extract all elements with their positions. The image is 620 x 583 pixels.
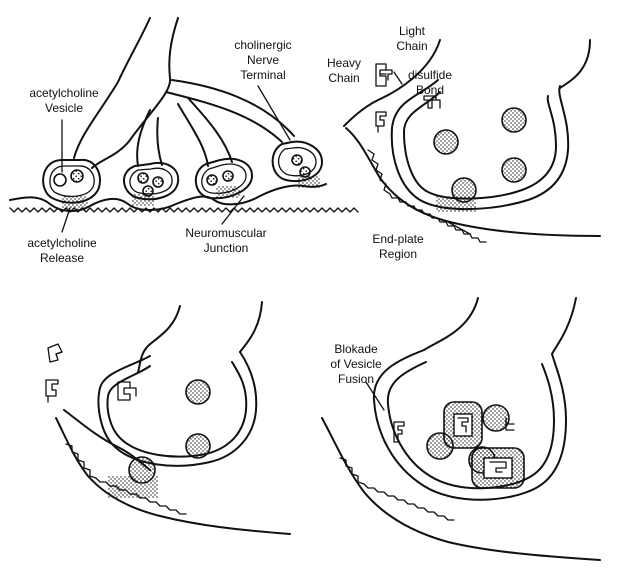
nerve-trunk [73,17,151,159]
toxin-molecule-icon [393,421,405,443]
label-acetylcholine-release: acetylcholine Release [27,236,97,265]
toxin-molecule-icon [117,381,137,401]
branch-4b [171,79,295,137]
label-cholinergic-terminal: cholinergic Nerve Terminal [234,38,292,82]
toxin-molecule-icon [375,63,393,87]
label-disulfide-bond: disulfide Bond [407,68,453,97]
leader-junction [221,195,245,225]
branch-3b [187,97,233,163]
terminal-outer [390,79,570,211]
label-blockade-fusion: Blokade of Vesicle Fusion [330,342,382,386]
panel-nerve-terminals [9,17,359,233]
nerve-trunk-right [91,17,179,169]
toxin-molecule-icon [375,111,387,133]
toxin-bound-vesicle [471,447,525,489]
acetylcholine-vesicle [53,173,67,187]
toxin-molecule-icon [45,379,59,403]
terminal-inner [403,91,557,200]
leader-endplate [447,221,471,235]
axon-outer [343,39,441,127]
branch-3 [177,103,209,167]
label-neuromuscular-junction: Neuromuscular Junction [185,226,267,255]
endplate-membrane [345,127,601,237]
toxin-molecule-icon [423,95,441,109]
muscle-membrane [9,183,327,212]
endplate-membrane [321,417,601,561]
terminal-outer [97,351,258,467]
terminal-2 [123,162,180,201]
panel-blockade [321,297,601,561]
branch-4 [165,91,283,143]
toxin-bound-vesicle [443,401,483,449]
release-dots [62,196,88,210]
leader-release [61,207,71,233]
panel-toxin-binding [343,39,601,243]
label-light-chain: Light Chain [396,24,428,53]
label-acetylcholine-vesicle: acetylcholine Vesicle [29,86,99,115]
toxin-molecule-icon [505,417,515,431]
terminal-inner [106,361,248,458]
panel-toxin-internalization [45,301,291,535]
terminal-3 [195,157,253,200]
muscle-fold-line [9,207,359,213]
vesicle [433,129,459,155]
leader-terminal [257,85,291,141]
toxin-molecule-icon [47,343,63,363]
leader-blockade [365,381,385,411]
vesicle [185,379,211,405]
label-heavy-chain: Heavy Chain [326,56,361,85]
branch-2b [156,117,163,166]
leader-disulfide [393,71,403,85]
endplate-fold-line [367,149,487,243]
branch-2 [136,109,151,167]
terminal-inner [386,361,555,490]
label-endplate-region: End-plate Region [372,232,424,261]
